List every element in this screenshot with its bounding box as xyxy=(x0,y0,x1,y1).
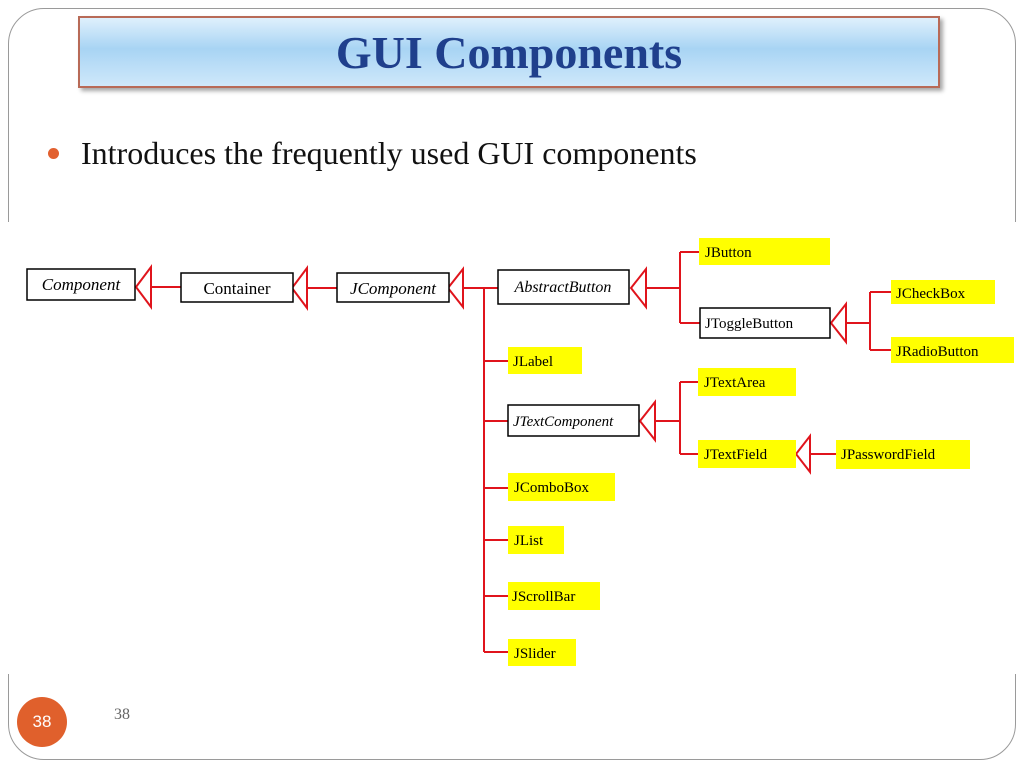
node-jtextcomponent-box xyxy=(507,404,640,437)
node-component: Component xyxy=(26,268,136,301)
page-badge: 38 xyxy=(17,697,67,747)
node-jtextfield-label: JTextField xyxy=(704,447,768,463)
node-jslider-box xyxy=(508,639,576,666)
node-abstractbutton: AbstractButton xyxy=(497,269,630,305)
node-jpasswordfield-box xyxy=(836,440,970,469)
node-container: Container xyxy=(180,272,294,303)
node-jpasswordfield: JPasswordField xyxy=(836,440,970,469)
page-number: 38 xyxy=(114,706,130,723)
node-jlabel: JLabel xyxy=(508,347,582,374)
node-jlist: JList xyxy=(508,526,564,554)
node-jscrollbar: JScrollBar xyxy=(508,582,600,610)
node-jcheckbox-label: JCheckBox xyxy=(896,286,966,302)
node-jtextarea-box xyxy=(698,368,796,396)
title-banner: GUI Components xyxy=(78,16,940,88)
bullet-text: Introduces the frequently used GUI compo… xyxy=(81,135,697,171)
node-jbutton: JButton xyxy=(699,238,830,265)
node-jscrollbar-box xyxy=(508,582,600,610)
bullet-dot-icon xyxy=(48,148,59,159)
connector-lines xyxy=(134,251,891,653)
node-jtextarea: JTextArea xyxy=(698,368,796,396)
node-jtogglebutton-label: JToggleButton xyxy=(705,316,794,332)
node-jcomponent-box xyxy=(336,272,450,303)
node-component-label: Component xyxy=(42,275,122,294)
node-jcombobox: JComboBox xyxy=(508,473,615,501)
node-jlist-label: JList xyxy=(514,533,544,549)
node-jlabel-label: JLabel xyxy=(513,354,553,370)
node-abstractbutton-label: AbstractButton xyxy=(514,279,612,296)
node-jtextcomponent: JTextComponent xyxy=(507,404,640,437)
slide-title: GUI Components xyxy=(335,26,683,78)
node-jslider: JSlider xyxy=(508,639,576,666)
node-jcombobox-box xyxy=(508,473,615,501)
node-container-label: Container xyxy=(203,279,270,298)
node-jcheckbox: JCheckBox xyxy=(891,280,995,304)
node-jradiobutton: JRadioButton xyxy=(891,337,1014,363)
node-abstractbutton-box xyxy=(497,269,630,305)
node-component-box xyxy=(26,268,136,301)
node-jcomponent: JComponent xyxy=(336,272,450,303)
node-jlist-box xyxy=(508,526,564,554)
node-jpasswordfield-label: JPasswordField xyxy=(841,447,936,463)
node-jtogglebutton-box xyxy=(699,307,831,339)
node-jcomponent-label: JComponent xyxy=(350,279,437,298)
node-jtogglebutton: JToggleButton xyxy=(699,307,831,339)
node-jtextfield-box xyxy=(698,440,796,468)
node-jtextfield: JTextField xyxy=(698,440,796,468)
node-jslider-label: JSlider xyxy=(514,646,556,662)
node-jbutton-label: JButton xyxy=(705,245,752,261)
node-jcombobox-label: JComboBox xyxy=(514,480,590,496)
bullet-item: Introduces the frequently used GUI compo… xyxy=(48,135,697,172)
node-jradiobutton-label: JRadioButton xyxy=(896,344,979,360)
node-container-box xyxy=(180,272,294,303)
node-jcheckbox-box xyxy=(891,280,995,304)
node-jscrollbar-label: JScrollBar xyxy=(512,589,575,605)
node-jtextcomponent-label: JTextComponent xyxy=(513,414,614,430)
node-jtextarea-label: JTextArea xyxy=(704,375,766,391)
node-jlabel-box xyxy=(508,347,582,374)
node-jbutton-box xyxy=(699,238,830,265)
node-jradiobutton-box xyxy=(891,337,1014,363)
